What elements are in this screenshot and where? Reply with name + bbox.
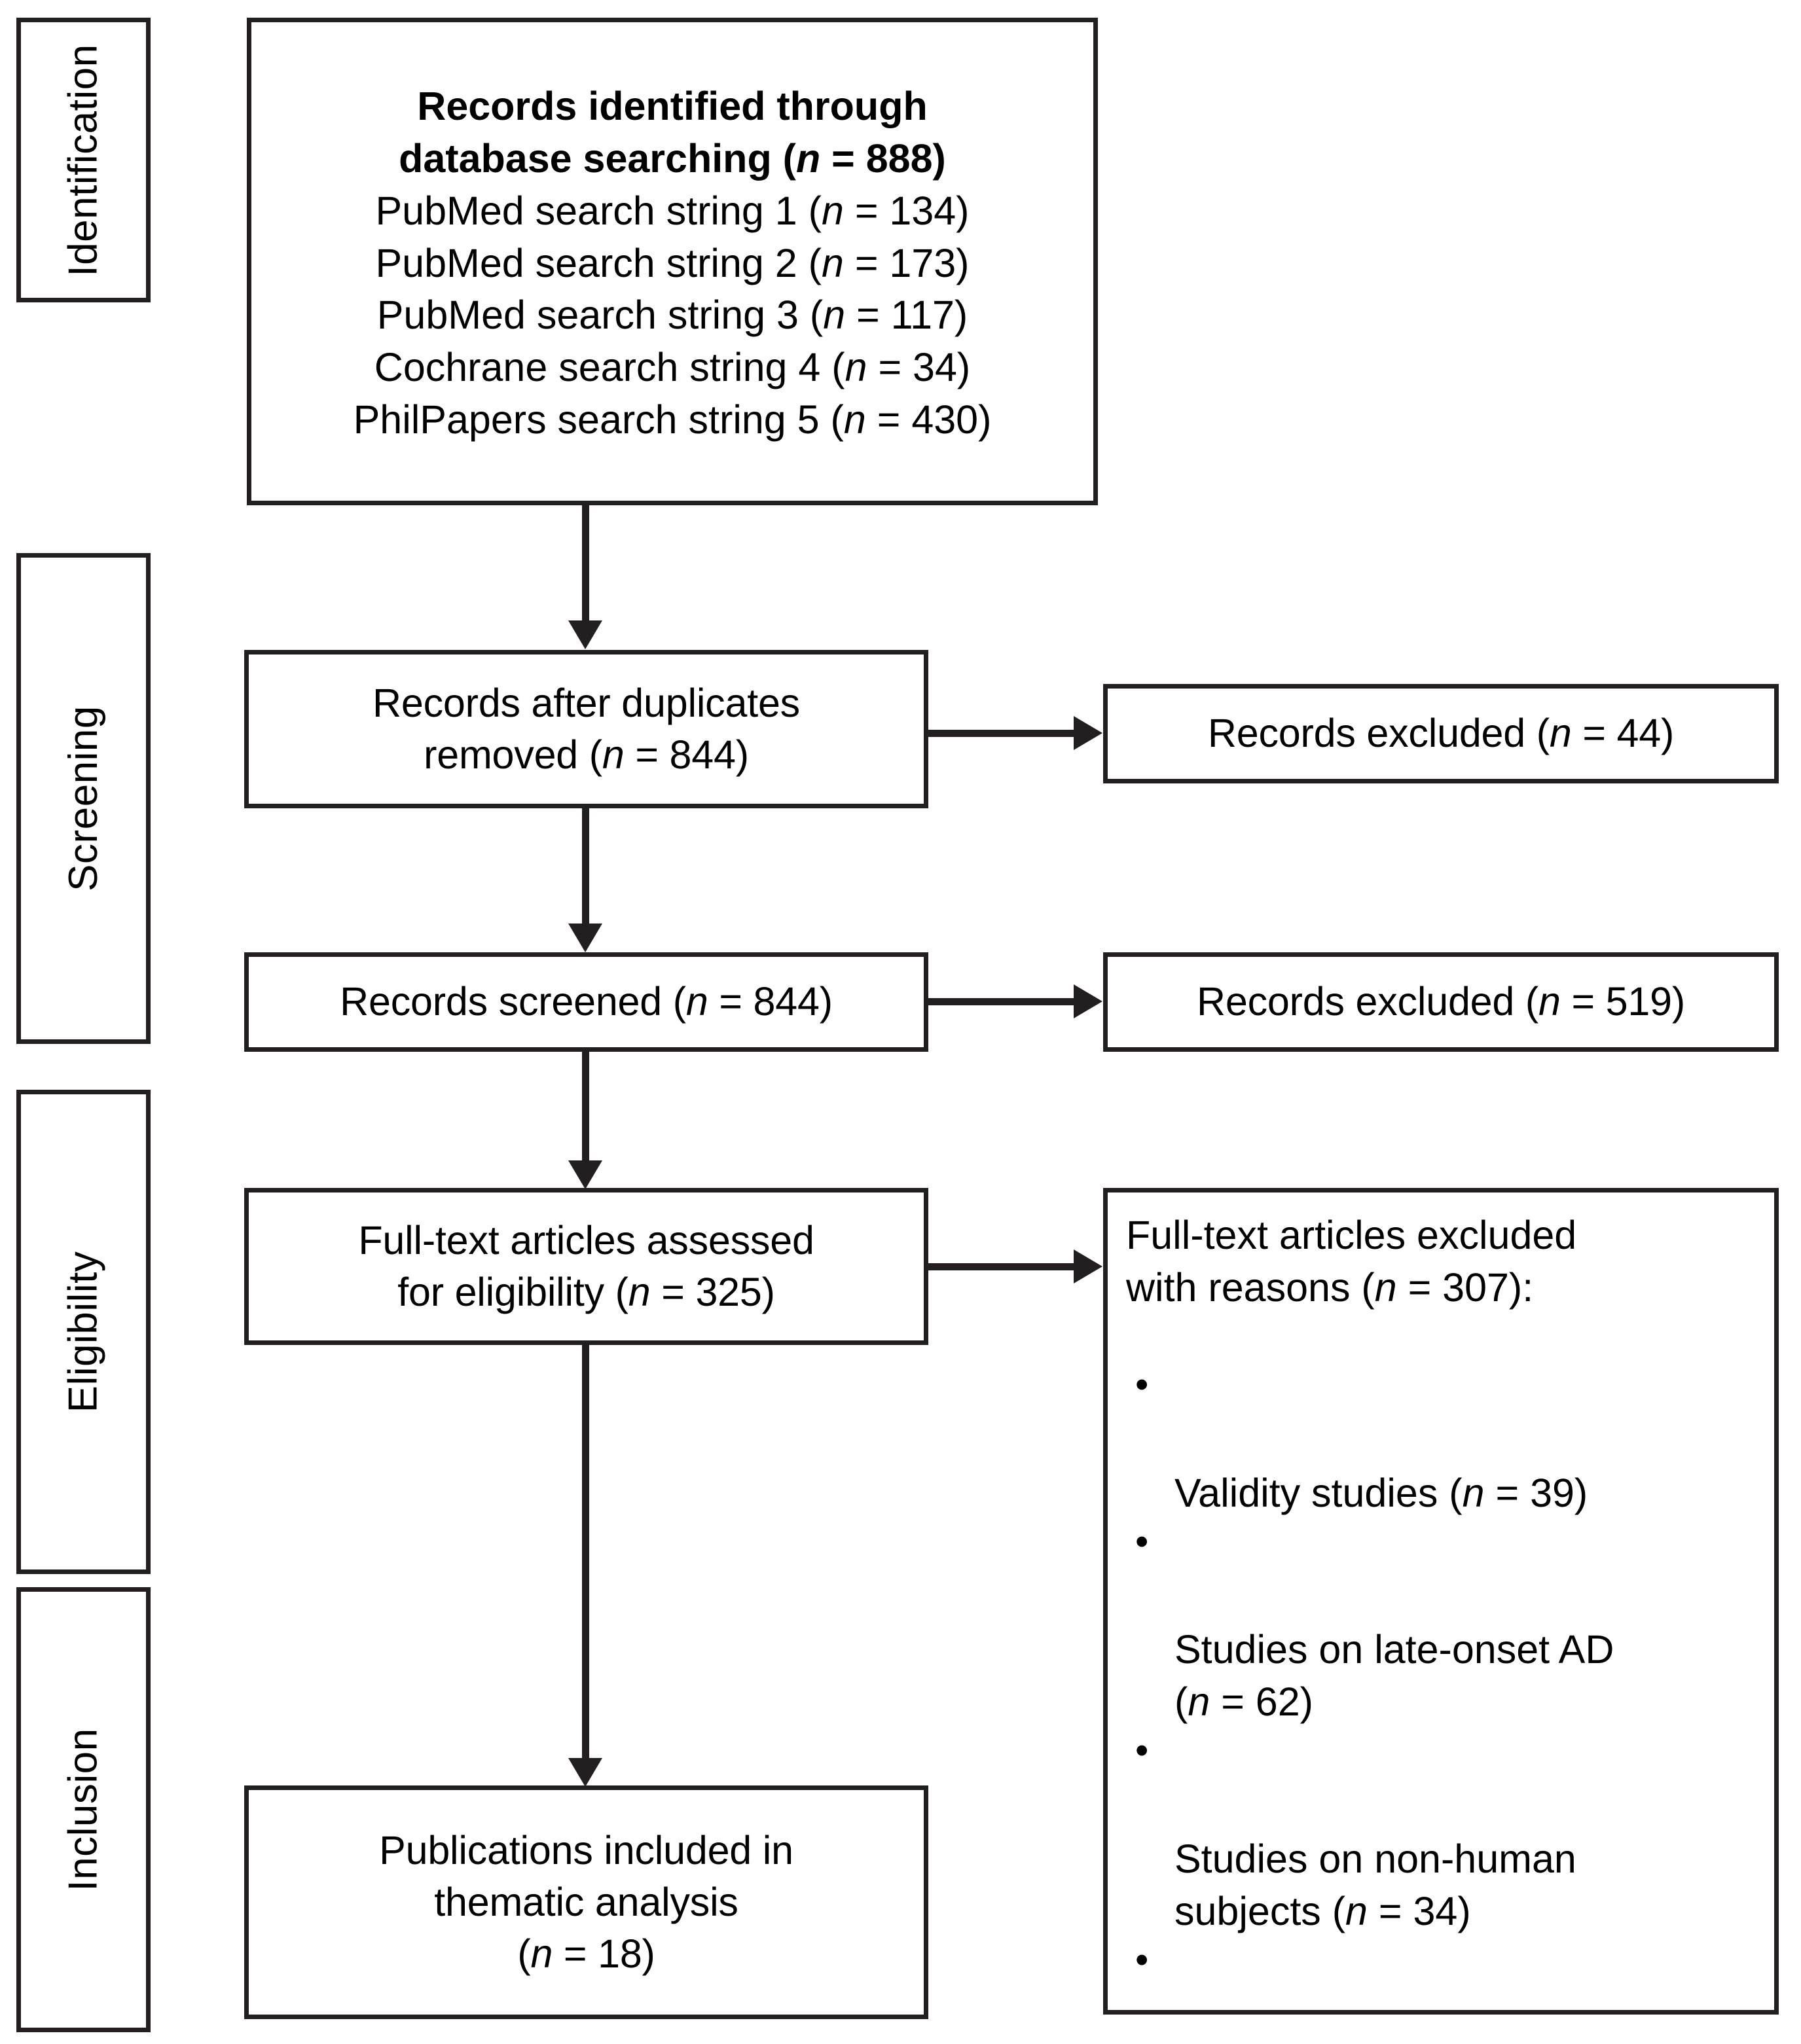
- records-identified-source-5: PhilPapers search string 5 (n = 430): [353, 397, 992, 442]
- records-identified-source-4: Cochrane search string 4 (n = 34): [374, 345, 971, 390]
- arrowhead-duplicates-to-screened: [568, 923, 602, 952]
- arrowhead-duplicates-to-excluded44: [1074, 716, 1102, 750]
- bullet-icon: •: [1135, 1729, 1149, 1772]
- box-fulltext-assessed: Full-text articles assessed for eligibil…: [244, 1188, 928, 1345]
- records-identified-source-3: PubMed search string 3 (n = 117): [376, 293, 968, 338]
- records-identified-source-2: PubMed search string 2 (n = 173): [375, 240, 970, 285]
- connector-fulltext-to-excluded-reasons: [928, 1263, 1075, 1270]
- stage-label-screening: Screening: [16, 553, 151, 1044]
- stage-label-inclusion: Inclusion: [16, 1587, 151, 2032]
- list-item: • Validity studies (n = 39): [1126, 1363, 1761, 1520]
- records-identified-title-line2: database searching (n = 888): [399, 135, 946, 181]
- box-publications-included-text: Publications included in thematic analys…: [379, 1827, 793, 1977]
- stage-label-eligibility-text: Eligibility: [60, 1251, 106, 1413]
- arrowhead-fulltext-to-included: [568, 1758, 602, 1787]
- stage-label-inclusion-text: Inclusion: [60, 1728, 106, 1892]
- connector-duplicates-to-excluded44: [928, 730, 1075, 737]
- connector-identified-to-duplicates: [582, 505, 589, 622]
- box-records-after-duplicates: Records after duplicates removed (n = 84…: [244, 650, 928, 808]
- connector-screened-to-excluded519: [928, 998, 1075, 1005]
- box-records-after-duplicates-text: Records after duplicates removed (n = 84…: [373, 680, 800, 777]
- connector-duplicates-to-screened: [582, 808, 589, 925]
- connector-screened-to-fulltext: [582, 1052, 589, 1162]
- records-identified-source-1: PubMed search string 1 (n = 134): [375, 188, 970, 233]
- box-records-screened: Records screened (n = 844): [244, 952, 928, 1052]
- reason-text: Studies on non-human subjects (n = 34): [1174, 1836, 1576, 1933]
- bullet-icon: •: [1135, 1938, 1149, 1981]
- bullet-icon: •: [1135, 1363, 1149, 1406]
- arrowhead-screened-to-fulltext: [568, 1160, 602, 1189]
- fulltext-excluded-body: Full-text articles excluded with reasons…: [1108, 1192, 1774, 2044]
- arrowhead-identified-to-duplicates: [568, 620, 602, 649]
- bullet-icon: •: [1135, 1520, 1149, 1563]
- stage-label-eligibility: Eligibility: [16, 1090, 151, 1574]
- box-records-excluded-44: Records excluded (n = 44): [1103, 684, 1779, 783]
- reason-text: Studies on late-onset AD (n = 62): [1174, 1627, 1614, 1725]
- list-item: • Do not deal with AI (n = 96): [1126, 1938, 1761, 2044]
- box-records-screened-text: Records screened (n = 844): [340, 979, 833, 1024]
- list-item: • Studies on non-human subjects (n = 34): [1126, 1729, 1761, 1938]
- box-fulltext-excluded-with-reasons: Full-text articles excluded with reasons…: [1103, 1188, 1779, 2015]
- box-records-identified: Records identified through database sear…: [247, 18, 1098, 505]
- fulltext-excluded-title: Full-text articles excluded with reasons…: [1126, 1213, 1577, 1310]
- box-publications-included: Publications included in thematic analys…: [244, 1785, 928, 2019]
- box-records-excluded-44-text: Records excluded (n = 44): [1207, 711, 1675, 756]
- box-records-identified-body: Records identified through database sear…: [339, 74, 1006, 449]
- connector-fulltext-to-included: [582, 1345, 589, 1761]
- records-identified-title-line1: Records identified through: [417, 83, 928, 128]
- arrowhead-screened-to-excluded519: [1074, 984, 1102, 1018]
- stage-label-screening-text: Screening: [60, 706, 106, 891]
- box-records-excluded-519: Records excluded (n = 519): [1103, 952, 1779, 1052]
- reason-text: Validity studies (n = 39): [1174, 1470, 1588, 1515]
- box-fulltext-assessed-text: Full-text articles assessed for eligibil…: [358, 1217, 814, 1314]
- stage-label-identification: Identification: [16, 18, 151, 302]
- arrowhead-fulltext-to-excluded-reasons: [1074, 1249, 1102, 1283]
- fulltext-excluded-reason-list: • Validity studies (n = 39) • Studies on…: [1126, 1363, 1761, 2044]
- stage-label-identification-text: Identification: [60, 43, 106, 277]
- list-item: • Studies on late-onset AD (n = 62): [1126, 1520, 1761, 1729]
- box-records-excluded-519-text: Records excluded (n = 519): [1197, 979, 1685, 1024]
